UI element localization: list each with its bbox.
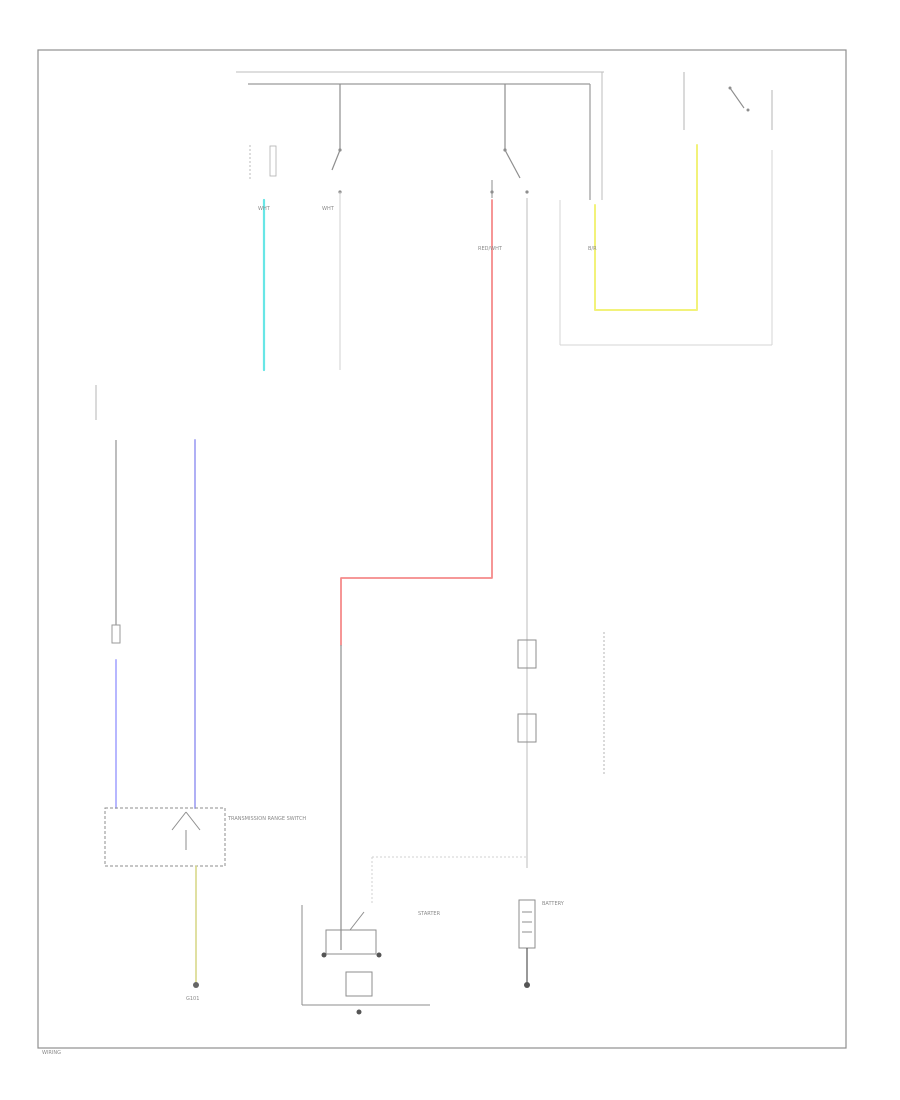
diode-symbol: [111, 624, 121, 644]
starter-motor: [345, 971, 373, 997]
battery-ground-point: [524, 982, 530, 988]
ground-point-left: [193, 982, 199, 988]
ignition-contact: [729, 87, 745, 109]
battery-symbol: [518, 899, 536, 949]
label-battery: BATTERY: [542, 901, 565, 907]
relay-contact: [331, 149, 341, 171]
trans-contact-b: [185, 811, 201, 831]
starter-terminal: [321, 952, 327, 958]
starter-relay-pin: [503, 148, 507, 152]
fuse-symbol: [269, 145, 277, 177]
starter-solenoid: [325, 929, 377, 955]
starter-contact: [349, 911, 365, 931]
label-cyan-top: WHT: [258, 206, 271, 212]
trans-contact-a: [171, 811, 187, 831]
wire-yellow: [594, 144, 698, 311]
starter-terminal-2: [376, 952, 382, 958]
label-white-top: WHT: [322, 206, 335, 212]
ignition-pin: [728, 86, 732, 90]
starter-relay-contact: [504, 149, 521, 179]
label-starter: STARTER: [418, 911, 441, 917]
starter-ground: [356, 1009, 362, 1015]
label-ground: G101: [186, 996, 199, 1002]
label-red-top: RED/WHT: [478, 246, 503, 252]
trans-range-switch-box: [104, 807, 226, 867]
relay-pin: [338, 148, 342, 152]
label-trans-switch: TRANSMISSION RANGE SWITCH: [227, 816, 306, 822]
wire-red: [340, 199, 493, 646]
fusible-link-1: [517, 639, 537, 669]
label-yellow-top: B/R: [588, 246, 597, 252]
diagram-border: [37, 49, 847, 1049]
ignition-pin-2: [746, 108, 750, 112]
footer-code: WIRING: [42, 1050, 61, 1056]
fusible-link-2: [517, 713, 537, 743]
starter-relay-pin-3: [525, 190, 529, 194]
